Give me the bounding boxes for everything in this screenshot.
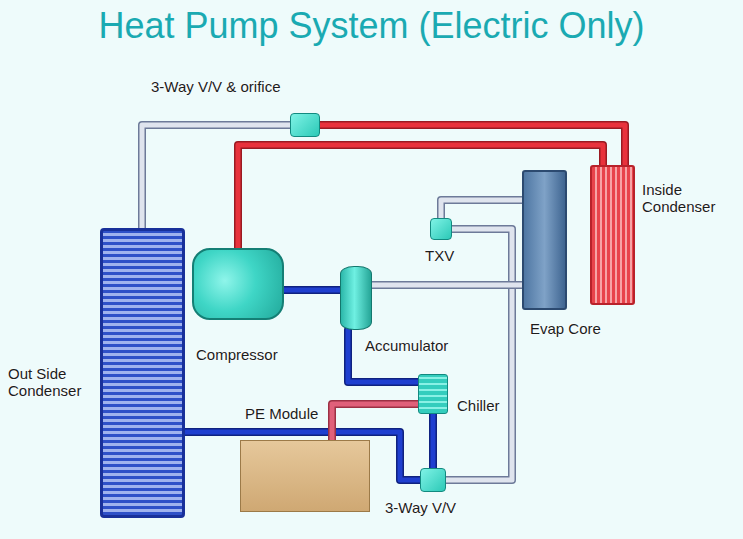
component-label: Chiller [457, 397, 500, 414]
three-way-valve-orifice: 3-Way V/V & orifice [290, 113, 320, 137]
pipe-core [284, 288, 340, 293]
accumulator: Accumulator [340, 266, 372, 330]
refrigerant-pipe [433, 414, 434, 468]
pipe-core [332, 404, 418, 440]
inside-condenser: Inside Condenser [590, 165, 635, 305]
component-label: TXV [425, 247, 454, 264]
pipe-outline [320, 125, 625, 165]
pipe-core [441, 200, 522, 218]
pipe-outline [142, 125, 290, 228]
refrigerant-pipe [284, 290, 340, 291]
compressor: Compressor [192, 248, 284, 320]
outside-condenser: Out Side Condenser [100, 228, 185, 518]
txv-valve: TXV [430, 218, 452, 240]
chiller: Chiller [418, 374, 448, 414]
refrigerant-pipe [441, 200, 522, 218]
pipe-core [372, 283, 522, 288]
refrigerant-pipe [142, 125, 290, 228]
pipe-outline [372, 281, 522, 289]
refrigerant-pipe [372, 285, 522, 286]
component-label: Evap Core [530, 320, 601, 337]
pipe-core [431, 414, 436, 468]
component-label: PE Module [245, 405, 318, 422]
evap-core: Evap Core [522, 170, 567, 310]
pipe-core [320, 125, 625, 165]
component-label: 3-Way V/V [385, 499, 456, 516]
pipe-outline [284, 286, 340, 294]
pipe-core [446, 229, 512, 480]
component-label: Inside Condenser [642, 181, 728, 215]
pe-module: PE Module [240, 440, 370, 512]
pipe-outline [441, 200, 522, 218]
pipe-outline [446, 229, 512, 480]
refrigerant-pipe [320, 125, 625, 165]
component-label: Compressor [196, 346, 278, 363]
pipe-core [142, 125, 290, 228]
pipe-outline [332, 404, 418, 440]
component-label: Out Side Condenser [8, 365, 94, 399]
diagram-title: Heat Pump System (Electric Only) [0, 2, 743, 50]
refrigerant-pipe [446, 229, 512, 480]
three-way-valve: 3-Way V/V [420, 468, 446, 492]
component-label: 3-Way V/V & orifice [151, 78, 280, 95]
component-label: Accumulator [365, 337, 448, 354]
refrigerant-pipe [332, 404, 418, 440]
pipe-outline [429, 414, 437, 468]
